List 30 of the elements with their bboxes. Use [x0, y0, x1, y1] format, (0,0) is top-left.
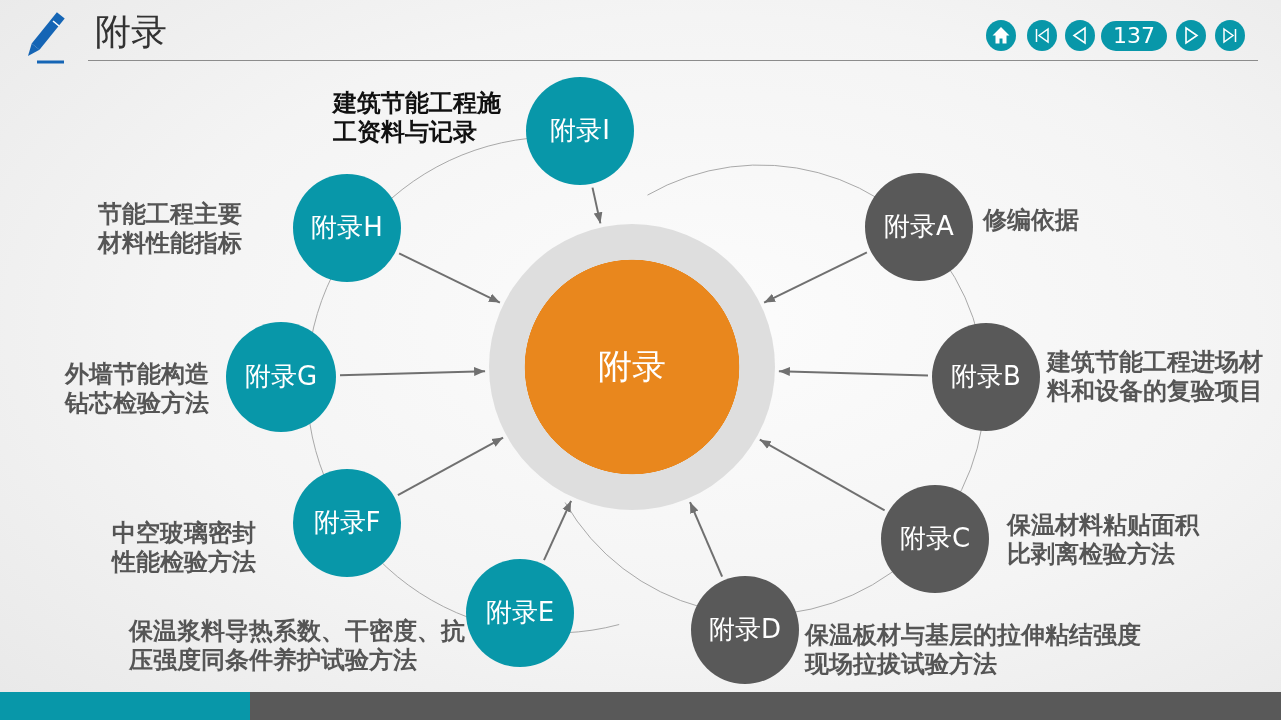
arrow — [689, 501, 724, 578]
circle-label: 附录G — [244, 362, 318, 392]
circle-label: 附录F — [313, 508, 381, 538]
arrow — [777, 367, 929, 377]
description-text: 中空玻璃密封性能检验方法 — [112, 519, 257, 577]
arrow — [543, 499, 573, 562]
circle-label: 附录H — [311, 213, 383, 243]
circle-label: 附录C — [899, 524, 971, 554]
description-text: 修编依据 — [983, 206, 1080, 235]
page-title: 附录 — [95, 10, 167, 54]
circle-label: 附录B — [951, 362, 1021, 392]
arrow — [758, 438, 886, 512]
description-text: 保温浆料导热系数、干密度、抗压强度同条件养护试验方法 — [129, 617, 466, 675]
description-text: 节能工程主要材料性能指标 — [98, 200, 243, 258]
description-text: 保温材料粘贴面积比剥离检验方法 — [1007, 511, 1201, 569]
arrow — [339, 367, 487, 377]
circle-label: 附录I — [550, 116, 610, 146]
description-text: 保温板材与基层的拉伸粘结强度现场拉拔试验方法 — [805, 621, 1142, 679]
page-number: 137 — [1101, 21, 1167, 51]
center-label: 附录 — [598, 347, 666, 387]
arrow — [591, 186, 603, 225]
arrow — [763, 251, 868, 304]
description-text: 建筑节能工程施工资料与记录 — [333, 89, 502, 147]
circle-label: 附录E — [485, 598, 555, 628]
arrow — [398, 252, 501, 304]
description-text: 外墙节能构造钻芯检验方法 — [65, 360, 210, 418]
circle-label: 附录D — [709, 615, 781, 645]
description-text: 建筑节能工程进场材料和设备的复验项目 — [1047, 348, 1264, 406]
circle-label: 附录A — [884, 212, 954, 242]
arrow — [396, 436, 505, 497]
